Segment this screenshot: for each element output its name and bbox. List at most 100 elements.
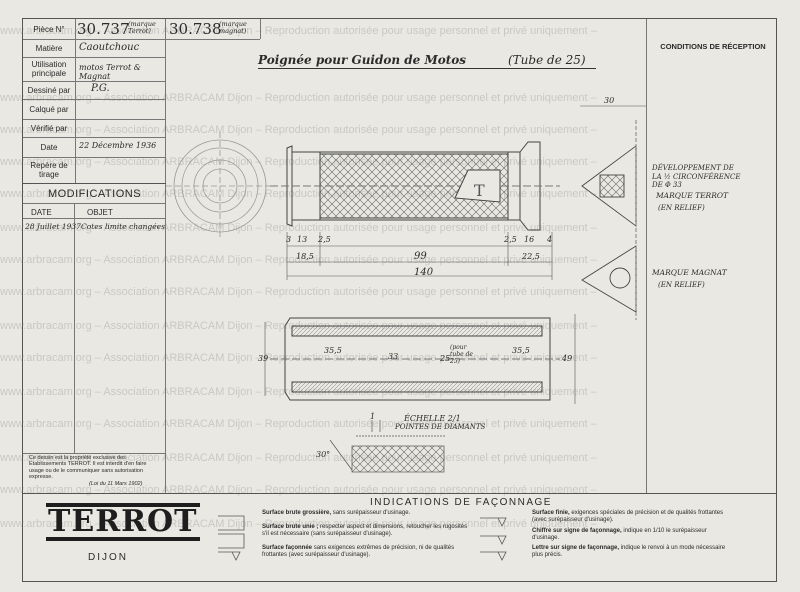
conditions-divider <box>646 19 647 493</box>
title-block: Pièce N° Matière Caoutchouc Utilisation … <box>23 19 166 493</box>
watermark-line: www.arbracam.org – Association ARBRACAM … <box>0 452 597 464</box>
marque-terrot-label: Marque Terrot <box>656 191 728 200</box>
calque-label: Calqué par <box>29 105 69 114</box>
indication-3-text: sans exigences extrêmes de précision, ni… <box>262 545 455 558</box>
dim-140: 140 <box>414 267 434 278</box>
watermark-line: www.arbracam.org – Association ARBRACAM … <box>0 25 597 37</box>
piece-number-1: 30.737 <box>77 20 130 38</box>
terrot-logo: TERROT <box>46 503 200 541</box>
row-dessine: Dessiné par P.G. <box>23 81 166 100</box>
indication-6-title: Lettre sur signe de façonnage, <box>532 545 620 551</box>
diamond-points-label: Pointes de diamants <box>395 423 486 431</box>
property-notice-law: (Loi du 11 Mars 1902) <box>89 481 143 487</box>
dim-22-5: 22,5 <box>522 252 540 261</box>
conditions-heading: CONDITIONS DE RÉCEPTION <box>660 42 766 51</box>
date-label: Date <box>40 143 58 152</box>
mod-entry-date: 28 Juillet 1937 <box>25 222 81 231</box>
development-note: Développement de la ½ circonférence de φ… <box>652 164 741 189</box>
col-date: DATE <box>31 208 52 217</box>
property-notice: Ce dessin est la propriété exclusive des… <box>29 455 147 481</box>
row-date: Date 22 Décembre 1936 <box>23 137 166 158</box>
sheet-border <box>22 18 777 582</box>
dim-35-5-left: 35,5 <box>324 346 342 355</box>
title-underline <box>258 68 596 69</box>
watermark-line: www.arbracam.org – Association ARBRACAM … <box>0 124 597 136</box>
watermark-line: www.arbracam.org – Association ARBRACAM … <box>0 352 597 364</box>
watermark-line: www.arbracam.org – Association ARBRACAM … <box>0 518 597 530</box>
indication-5-title: Chiffre sur signe de façonnage, <box>532 528 622 534</box>
dim-18-5: 18,5 <box>296 252 314 261</box>
row-matiere: Matière Caoutchouc <box>23 39 166 58</box>
date-value: 22 Décembre 1936 <box>79 141 157 150</box>
watermark-line: www.arbracam.org – Association ARBRACAM … <box>0 254 597 266</box>
dim-2-5-right: 2,5 <box>504 235 517 244</box>
watermark-line: www.arbracam.org – Association ARBRACAM … <box>0 92 597 104</box>
repere-label: Repère de tirage <box>30 161 68 179</box>
modifications-heading: MODIFICATIONS <box>47 188 142 200</box>
dessine-value: P.G. <box>91 83 110 94</box>
dim-1: 1 <box>370 412 376 421</box>
grip-side-view: T <box>270 141 560 231</box>
col-objet: OBJET <box>87 208 113 217</box>
piece-number-rule <box>165 39 260 40</box>
dim-49: 49 <box>562 354 573 363</box>
dim-30-degrees: 30° <box>316 450 331 459</box>
indication-item-3: Surface façonnée sans exigences extrêmes… <box>262 545 472 559</box>
row-utilisation: Utilisation principale motos Terrot & Ma… <box>23 57 166 82</box>
matiere-value: Caoutchouc <box>79 42 140 53</box>
piece-number-divider <box>260 19 261 39</box>
diamond-detail <box>329 420 445 473</box>
dim-4: 4 <box>547 235 553 244</box>
utilisation-value: motos Terrot & Magnat <box>79 63 141 81</box>
indication-item-2: Surface brute unie ; respecter aspect et… <box>262 524 472 538</box>
indication-symbols <box>218 515 507 561</box>
verifie-label: Vérifié par <box>30 124 68 133</box>
watermark-line: www.arbracam.org – Association ARBRACAM … <box>0 418 597 430</box>
watermark-line: www.arbracam.org – Association ARBRACAM … <box>0 286 597 298</box>
indication-2-text: respecter aspect et dimensions, retouche… <box>262 524 468 537</box>
modifications-rule <box>23 203 166 204</box>
grip-section-view <box>264 314 576 404</box>
indication-5-text: indique en 1/10 le surépaisseur d'usinag… <box>532 528 707 541</box>
modifications-header-rule <box>23 218 166 219</box>
indications-divider <box>23 493 776 494</box>
indication-item-4: Surface finie, exigences spéciales de pr… <box>532 510 732 524</box>
svg-text:T: T <box>474 181 485 200</box>
scale-label: Échelle 2/1 <box>404 414 461 423</box>
dim-30: 30 <box>604 96 615 105</box>
logo-city: DIJON <box>88 552 128 563</box>
row-piece: Pièce N° <box>23 19 166 40</box>
indication-1-text: sans surépaisseur d'usinage. <box>332 510 411 516</box>
row-calque: Calqué par <box>23 99 166 120</box>
piece-note-1: (marque Terrot) <box>128 20 156 35</box>
indication-item-1: Surface brute grossière, sans surépaisse… <box>262 510 472 517</box>
title-block-divider <box>165 19 166 493</box>
notice-rule <box>23 453 166 454</box>
dim-3: 3 <box>286 235 292 244</box>
mod-entry-objet: Cotes limite changées <box>81 222 165 231</box>
utilisation-label: Utilisation principale <box>31 60 67 78</box>
dim-35-5-right: 35,5 <box>512 346 530 355</box>
indications-heading: INDICATIONS DE FAÇONNAGE <box>370 497 552 508</box>
indication-2-title: Surface brute unie ; <box>262 524 319 530</box>
title-label-divider <box>75 19 76 183</box>
marque-magnat-label: Marque Magnat <box>652 268 727 277</box>
development-view <box>581 120 637 320</box>
indication-1-title: Surface brute grossière, <box>262 510 332 516</box>
dim-25: 25 <box>440 354 451 363</box>
tube-note: (pour tube de 25) <box>450 344 473 365</box>
row-verifie: Vérifié par <box>23 119 166 138</box>
modifications-column-rule <box>74 203 75 453</box>
indication-6-text: indique le renvoi à un mode nécessaire p… <box>532 545 726 558</box>
indication-3-title: Surface façonnée <box>262 545 313 551</box>
indication-4-title: Surface finie, <box>532 510 570 516</box>
drawing-title: Poignée pour Guidon de Motos <box>258 53 467 67</box>
en-relief-2: (en relief) <box>658 281 705 289</box>
dim-16: 16 <box>524 235 535 244</box>
dim-99: 99 <box>414 251 427 262</box>
matiere-label: Matière <box>35 44 63 53</box>
dim-33: 33 <box>388 352 399 361</box>
piece-number-2: 30.738 <box>169 20 222 38</box>
